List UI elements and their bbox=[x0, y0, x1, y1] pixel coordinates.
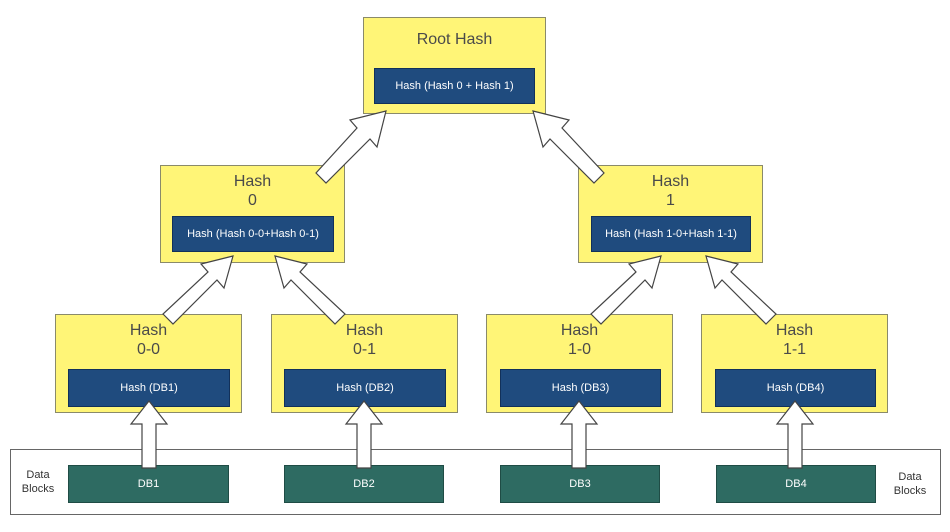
hash-1-1-node: Hash 1-1 Hash (DB4) bbox=[701, 314, 888, 413]
hash-1-1-title-line1: Hash bbox=[775, 322, 814, 339]
hash-1-title-line2: 1 bbox=[666, 192, 675, 209]
data-blocks-frame bbox=[10, 449, 941, 515]
hash-0-1-title-line1: Hash bbox=[345, 322, 384, 339]
hash-1-0-inner: Hash (DB3) bbox=[500, 369, 661, 407]
data-block-db1: DB1 bbox=[68, 465, 229, 503]
data-blocks-label-right-line1: Data bbox=[898, 471, 922, 483]
hash-1-0-title-line1: Hash bbox=[560, 322, 599, 339]
hash-1-inner: Hash (Hash 1-0+Hash 1-1) bbox=[591, 216, 751, 252]
hash-0-0-node: Hash 0-0 Hash (DB1) bbox=[55, 314, 242, 413]
hash-0-1-inner: Hash (DB2) bbox=[284, 369, 446, 407]
hash-0-1-title-line2: 0-1 bbox=[352, 341, 377, 358]
hash-0-0-title-line1: Hash bbox=[129, 322, 168, 339]
hash-1-1-inner: Hash (DB4) bbox=[715, 369, 876, 407]
root-hash-inner: Hash (Hash 0 + Hash 1) bbox=[374, 68, 535, 104]
hash-1-title-line1: Hash bbox=[651, 173, 690, 190]
data-block-db4: DB4 bbox=[716, 465, 876, 503]
hash-1-0-title-line2: 1-0 bbox=[567, 341, 592, 358]
data-blocks-label-right-line2: Blocks bbox=[893, 485, 927, 497]
data-blocks-label-left-line2: Blocks bbox=[21, 483, 55, 495]
data-block-db2: DB2 bbox=[284, 465, 444, 503]
hash-0-title-line2: 0 bbox=[248, 192, 257, 209]
root-hash-node: Root Hash Hash (Hash 0 + Hash 1) bbox=[363, 17, 546, 114]
hash-0-node: Hash 0 Hash (Hash 0-0+Hash 0-1) bbox=[160, 165, 345, 263]
data-blocks-label-right: Data Blocks bbox=[888, 470, 932, 498]
hash-1-0-node: Hash 1-0 Hash (DB3) bbox=[486, 314, 673, 413]
hash-0-inner: Hash (Hash 0-0+Hash 0-1) bbox=[172, 216, 334, 252]
data-block-db3: DB3 bbox=[500, 465, 660, 503]
data-blocks-label-left: Data Blocks bbox=[18, 468, 58, 496]
hash-0-0-title-line2: 0-0 bbox=[136, 341, 161, 358]
hash-0-title-line1: Hash bbox=[233, 173, 272, 190]
hash-0-0-inner: Hash (DB1) bbox=[68, 369, 230, 407]
data-blocks-label-left-line1: Data bbox=[26, 469, 50, 481]
hash-1-node: Hash 1 Hash (Hash 1-0+Hash 1-1) bbox=[578, 165, 763, 263]
hash-0-1-node: Hash 0-1 Hash (DB2) bbox=[271, 314, 458, 413]
root-hash-title: Root Hash bbox=[416, 31, 493, 48]
hash-1-1-title-line2: 1-1 bbox=[782, 341, 807, 358]
